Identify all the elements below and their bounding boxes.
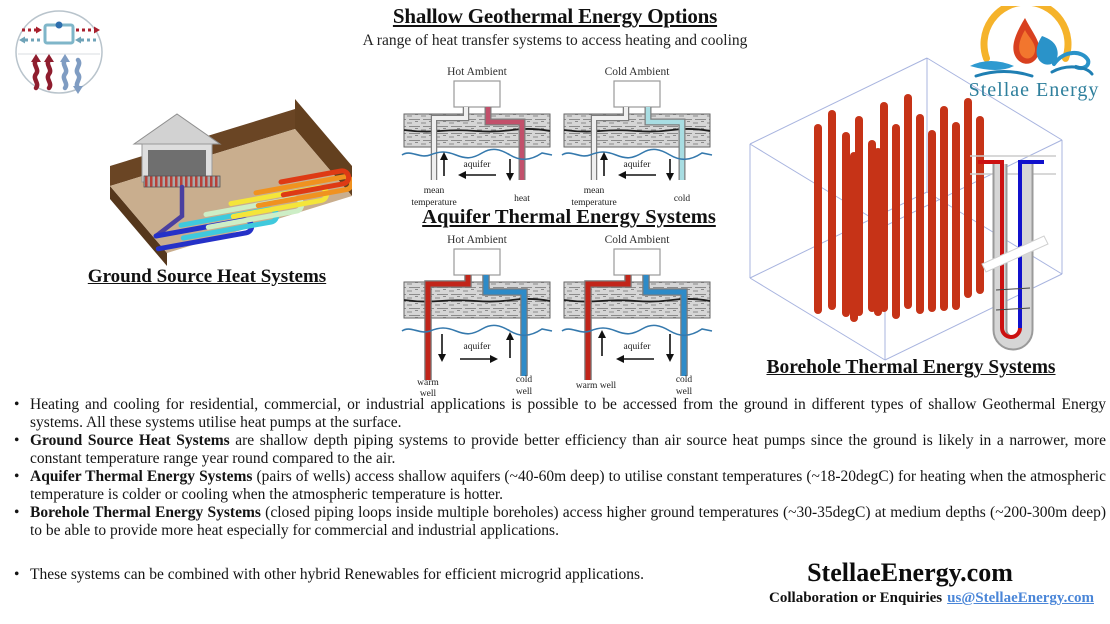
ates-diagram-hot-1: Hot Ambient aquifer mean temperature hea… xyxy=(401,66,553,208)
heat-pump-cycle-icon xyxy=(15,10,103,94)
bullet-list: Heating and cooling for residential, com… xyxy=(8,396,1106,584)
uppipe-blue xyxy=(1018,160,1044,328)
title-block: Shallow Geothermal Energy Options A rang… xyxy=(330,4,780,50)
building-box xyxy=(613,248,661,276)
aquifer-label: aquifer xyxy=(624,159,652,170)
building-box xyxy=(613,80,661,108)
water-table-line xyxy=(401,324,553,337)
water-drop-icon xyxy=(1036,36,1058,65)
aquifer-label: aquifer xyxy=(624,341,652,352)
building-box xyxy=(453,248,501,276)
bullet-item-4: Borehole Thermal Energy Systems (closed … xyxy=(8,504,1106,540)
svg-text:cold: cold xyxy=(674,194,691,204)
ground-source-illustration xyxy=(110,99,352,266)
stellae-energy-logo: Stellae Energy xyxy=(969,6,1100,101)
page-title: Shallow Geothermal Energy Options xyxy=(392,4,718,28)
page-subtitle: A range of heat transfer systems to acce… xyxy=(362,32,748,49)
svg-text:well: well xyxy=(516,387,533,397)
aquifer-label: aquifer xyxy=(464,341,492,352)
svg-text:temperature: temperature xyxy=(571,198,616,208)
website-text: StellaeEnergy.com xyxy=(807,558,1013,587)
contact-label: Collaboration or Enquiries xyxy=(769,590,943,606)
bullet-item-3: Aquifer Thermal Energy Systems (pairs of… xyxy=(8,468,1106,504)
downpipe-red xyxy=(978,160,1022,339)
svg-text:warm: warm xyxy=(417,378,439,388)
ates-diagram-hot-2: Hot Ambient aquifer warm well cold well xyxy=(401,234,553,398)
break-mark xyxy=(981,235,1049,273)
svg-text:temperature: temperature xyxy=(411,198,456,208)
ates-diagram-cold-2: Cold Ambient aquifer warm well cold well xyxy=(561,234,713,397)
diagram-title: Hot Ambient xyxy=(447,234,508,246)
house xyxy=(132,113,222,188)
borehole-field-illustration xyxy=(749,57,1063,361)
svg-text:heat: heat xyxy=(514,194,530,204)
borehole-detail xyxy=(970,155,1056,351)
diagram-title: Cold Ambient xyxy=(605,66,671,78)
svg-text:well: well xyxy=(420,389,437,398)
aquifer-heading: Aquifer Thermal Energy Systems xyxy=(422,206,716,228)
water-table-line xyxy=(401,148,553,161)
ates-diagram-cold-1: Cold Ambient aquifer mean temperature co… xyxy=(561,66,713,208)
building-box xyxy=(453,80,501,108)
borehole-bars xyxy=(814,94,984,322)
bullet-item-2: Ground Source Heat Systems are shallow d… xyxy=(8,432,1106,468)
svg-text:cold: cold xyxy=(676,375,693,385)
svg-text:warm well: warm well xyxy=(576,381,617,391)
water-table-line xyxy=(561,148,713,161)
ground-source-caption: Ground Source Heat Systems xyxy=(87,266,327,287)
feed-pipe xyxy=(153,184,185,239)
svg-text:cold: cold xyxy=(516,375,533,385)
borehole-caption: Borehole Thermal Energy Systems xyxy=(766,357,1056,378)
svg-text:mean: mean xyxy=(424,186,445,196)
wireframe-box xyxy=(749,57,1063,361)
bullet-item-5: These systems can be combined with other… xyxy=(8,566,1106,584)
sun-arc xyxy=(980,6,1072,62)
ground-loop-pipes xyxy=(153,168,352,252)
svg-text:mean: mean xyxy=(584,186,605,196)
ground-surface xyxy=(110,129,352,253)
svg-text:well: well xyxy=(676,387,693,397)
aquifer-label: aquifer xyxy=(464,159,492,170)
diagram-title: Hot Ambient xyxy=(447,66,508,78)
bullet-item-1: Heating and cooling for residential, com… xyxy=(8,396,1106,432)
diagram-title: Cold Ambient xyxy=(605,234,671,246)
contact-email-link[interactable]: us@StellaeEnergy.com xyxy=(947,590,1094,606)
brand-name: Stellae Energy xyxy=(969,79,1100,101)
water-table-line xyxy=(561,324,713,337)
